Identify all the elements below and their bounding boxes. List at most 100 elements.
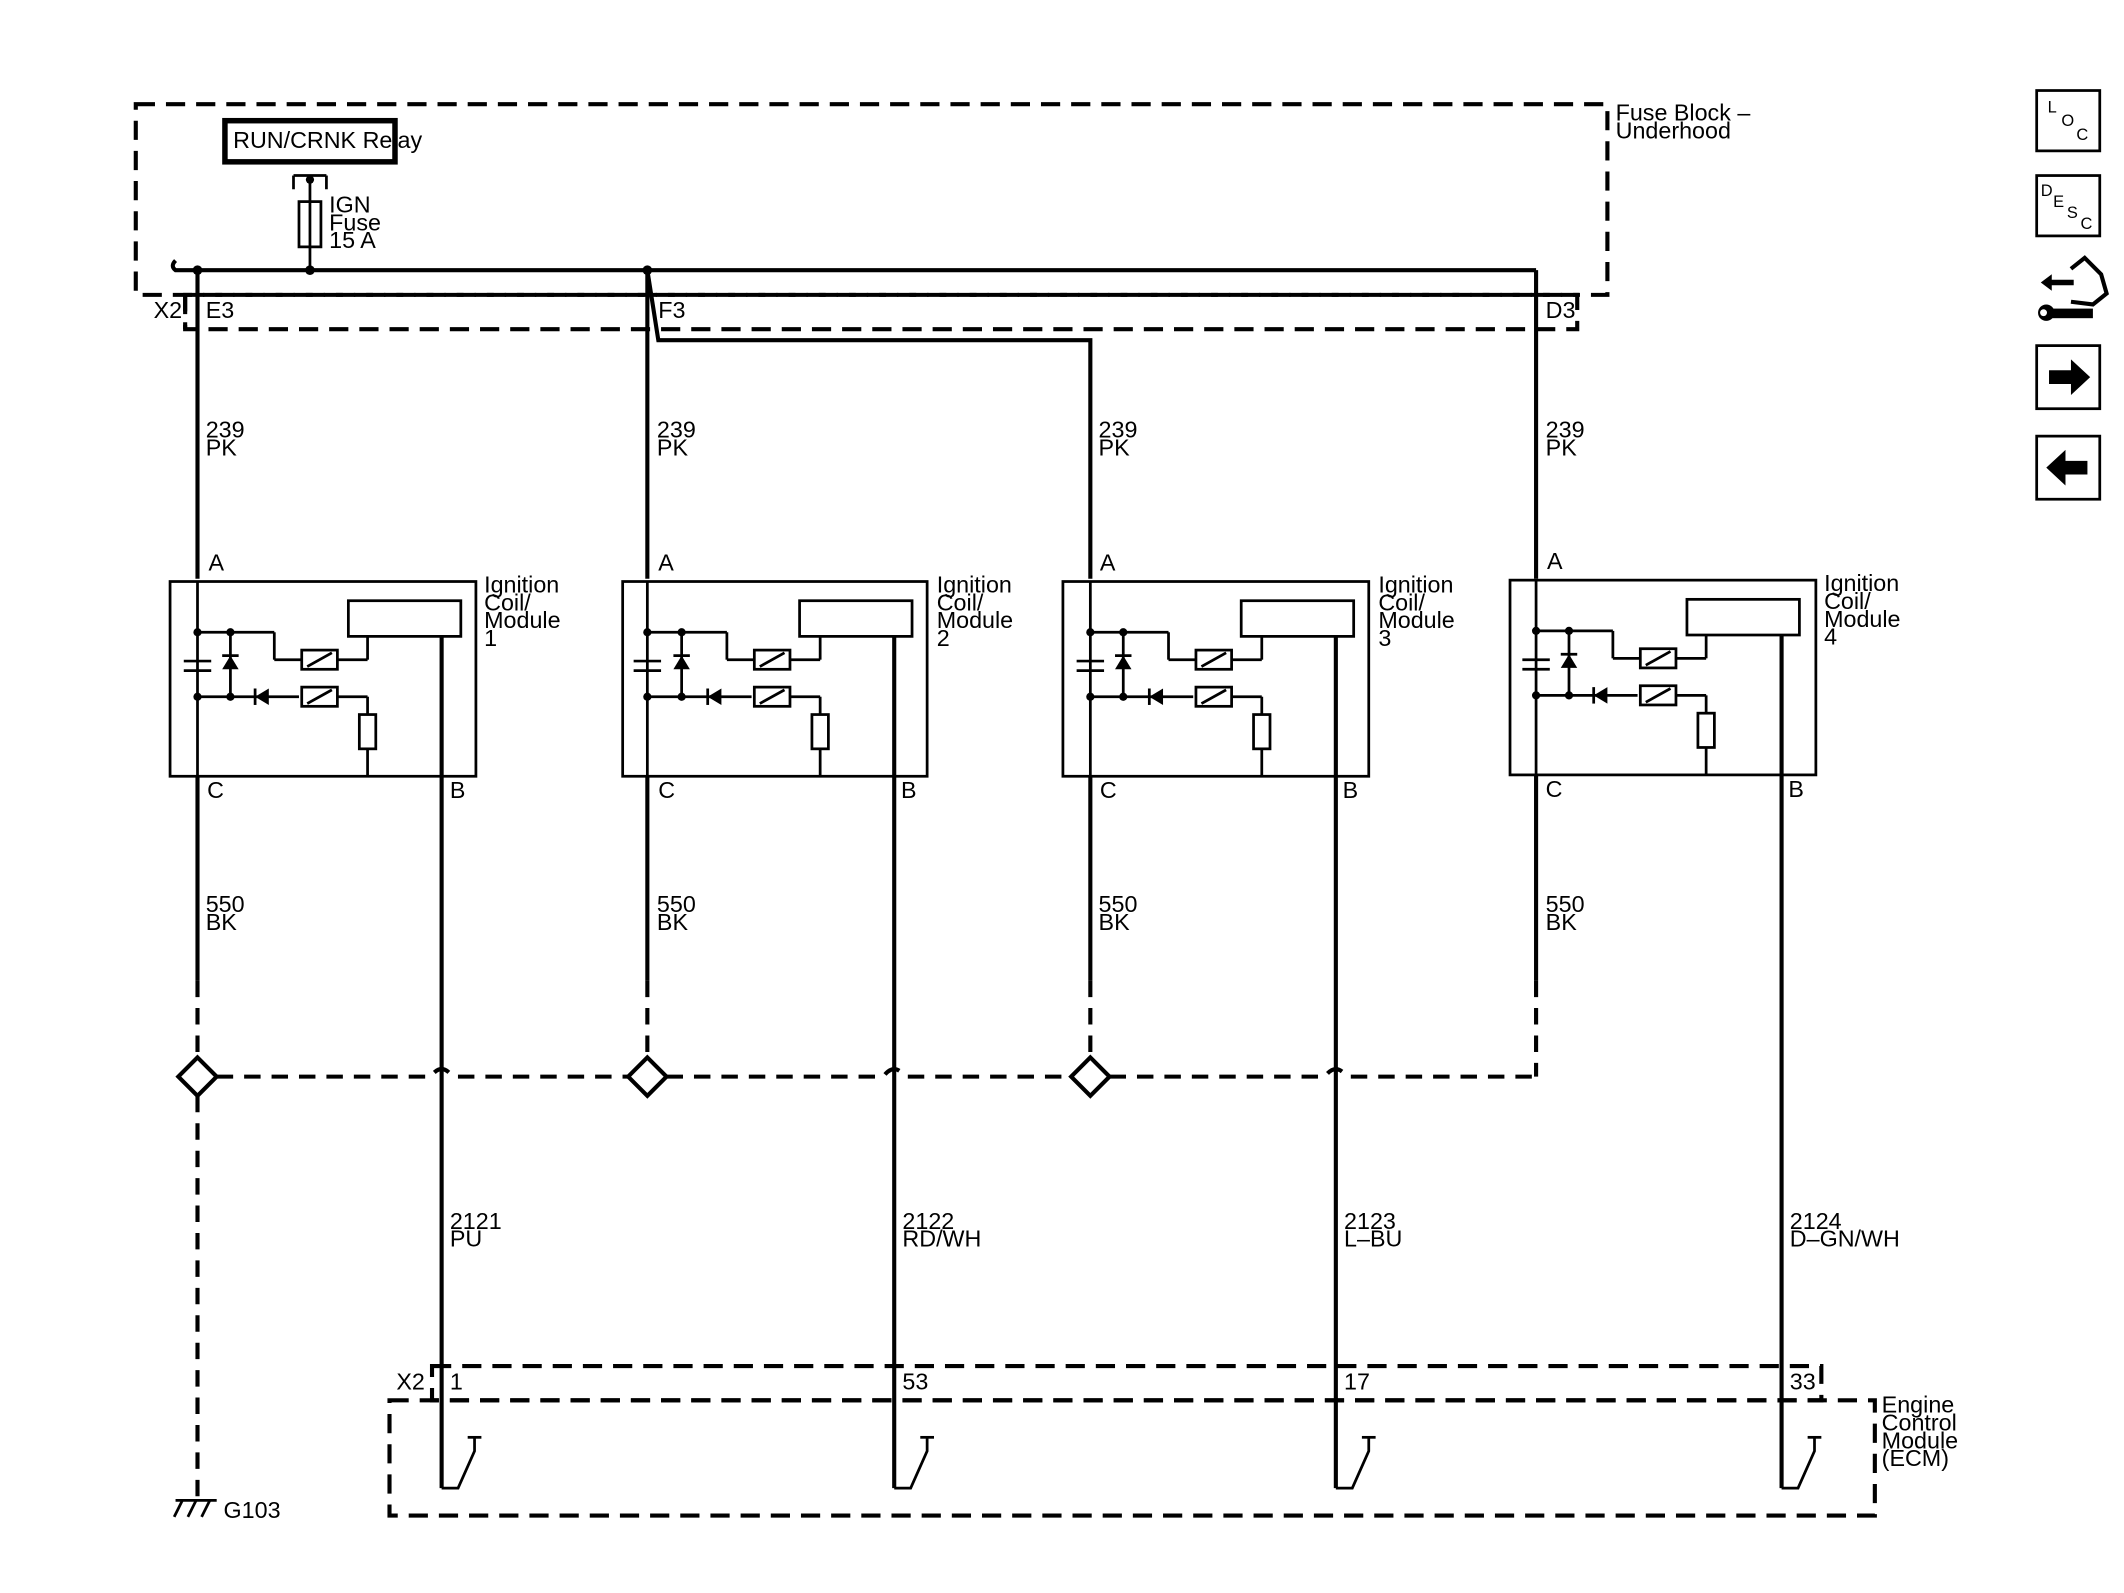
coil-3-pin-a: A: [1100, 550, 1116, 576]
coil-1-name-3: Module: [484, 607, 560, 633]
coil-2-signal-circuit: 2122: [902, 1208, 954, 1234]
coil-4-ground-color: BK: [1546, 909, 1578, 935]
ignition-coil-module-4: A Ignition Coil/ Module 4 C B: [1508, 548, 1901, 802]
coil-3-ground-circuit: 550: [1099, 891, 1138, 917]
ignition-coil-module-2: A Ignition Coil/ Module 2 C B: [621, 550, 1013, 803]
loc-letter-c: C: [2076, 126, 2088, 144]
desc-letter-d: D: [2041, 182, 2053, 200]
ecm-driver-33: [1781, 1435, 1822, 1490]
loc-button[interactable]: L O C: [2035, 89, 2102, 153]
ecm-title-4: (ECM): [1882, 1445, 1949, 1471]
connector-wrench-icon: [2038, 255, 2109, 321]
coil-3-signal-circuit: 2123: [1344, 1208, 1396, 1234]
ecm-driver-1: [441, 1435, 482, 1490]
coil-4-name-2: Coil/: [1824, 588, 1871, 614]
coil-1-name-1: Ignition: [484, 571, 559, 597]
coil-2-name-3: Module: [937, 607, 1013, 633]
coil-3-pin-b: B: [1343, 777, 1359, 803]
ecm-pin-17-label: 17: [1344, 1368, 1370, 1394]
next-page-button[interactable]: [2035, 344, 2102, 411]
coil-1-ground-color: BK: [206, 909, 238, 935]
feed-wire-3: [645, 269, 1093, 579]
desc-letter-e: E: [2053, 193, 2064, 211]
previous-page-button[interactable]: [2035, 434, 2102, 501]
coil-1-name-2: Coil/: [484, 589, 531, 615]
coil-4-pin-b: B: [1788, 776, 1804, 802]
coil-4-signal-color: D–GN/WH: [1790, 1226, 1900, 1252]
coil-3-name-1: Ignition: [1378, 571, 1453, 597]
coil-1-signal-circuit: 2121: [450, 1208, 502, 1234]
coil-3-signal-color: L–BU: [1344, 1226, 1402, 1252]
coil-1-pin-b: B: [450, 777, 466, 803]
ground-symbol-g103: [172, 1499, 217, 1518]
coil-3-feed-circuit: 239: [1099, 417, 1138, 443]
ignition-coil-module-3: A Ignition Coil/ Module 3 C B: [1061, 550, 1455, 803]
coil-1-ground-circuit: 550: [206, 891, 245, 917]
coil-4-feed-color: PK: [1546, 434, 1578, 460]
run-crnk-relay-label: RUN/CRNK Relay: [233, 127, 422, 153]
coil-1-feed-circuit: 239: [206, 417, 245, 443]
coil-4-number: 4: [1824, 624, 1837, 650]
coil-2-ground-circuit: 550: [657, 891, 696, 917]
coil-4-pin-a: A: [1547, 548, 1563, 574]
coil-3-name-3: Module: [1378, 607, 1454, 633]
coil-2-signal-color: RD/WH: [902, 1226, 981, 1252]
coil-4-name-3: Module: [1824, 606, 1900, 632]
bus-splice-e3: [192, 265, 203, 275]
ign-feed-bus: [170, 259, 1537, 273]
fuse-block-title-2: Underhood: [1616, 118, 1731, 144]
ground-g103-label: G103: [224, 1497, 281, 1523]
ground-splice-1: [175, 1054, 220, 1099]
coil-1-pin-c: C: [207, 777, 224, 803]
coil-1-feed-color: PK: [206, 434, 238, 460]
coil-3-feed-color: PK: [1099, 434, 1131, 460]
coil-3-name-2: Coil/: [1378, 589, 1425, 615]
ign-fuse-label-3: 15 A: [329, 227, 376, 253]
ecm-outline: [387, 1398, 1877, 1518]
coil-2-number: 2: [937, 625, 950, 651]
loc-letter-o: O: [2061, 112, 2074, 130]
fuse-block-x2-connector: [183, 292, 1580, 332]
coil-2-feed-circuit: 239: [657, 417, 696, 443]
arrow-right-icon: [2049, 359, 2091, 395]
coil-1-signal-color: PU: [450, 1226, 482, 1252]
pin-d3-label: D3: [1546, 297, 1576, 323]
ecm-pin-53-label: 53: [902, 1368, 928, 1394]
ecm-pin-1-label: 1: [450, 1368, 463, 1394]
ecm-pin-33-label: 33: [1790, 1368, 1816, 1394]
coil-4-feed-circuit: 239: [1546, 417, 1585, 443]
coil-2-pin-a: A: [658, 550, 674, 576]
fuse-block-title-1: Fuse Block –: [1616, 100, 1751, 126]
coil-4-pin-c: C: [1546, 776, 1563, 802]
ecm-title-3: Module: [1882, 1427, 1958, 1453]
fuse-block-outline: [133, 102, 1610, 297]
loc-letter-l: L: [2048, 98, 2057, 116]
arrow-left-icon: [2046, 449, 2088, 486]
relay-splice: [305, 175, 315, 184]
ignition-coil-module-1: A Ignition Coil/ Module 1 C B: [168, 550, 561, 803]
ground-splice-3: [1068, 1054, 1113, 1099]
connector-tool-button[interactable]: [2038, 255, 2109, 321]
ign-fuse-label-1: IGN: [329, 192, 370, 218]
coil-4-name-1: Ignition: [1824, 570, 1899, 596]
coil-1-pin-a: A: [208, 550, 224, 576]
bus-splice-fuse: [305, 265, 315, 275]
coil-4-ground-circuit: 550: [1546, 891, 1585, 917]
ecm-driver-53: [894, 1435, 934, 1490]
fuse-x2-label: X2: [154, 297, 183, 323]
coil-2-feed-color: PK: [657, 434, 689, 460]
ecm-x2-connector: [429, 1363, 1824, 1403]
coil-3-pin-c: C: [1100, 777, 1117, 803]
coil-2-name-2: Coil/: [937, 589, 984, 615]
ign-fuse-label-2: Fuse: [329, 209, 381, 235]
pin-e3-label: E3: [206, 297, 235, 323]
ground-bus: [216, 1067, 1537, 1079]
coil-3-ground-color: BK: [1099, 909, 1131, 935]
ecm-x2-label: X2: [396, 1368, 425, 1394]
coil-1-number: 1: [484, 625, 497, 651]
coil-3-number: 3: [1378, 625, 1391, 651]
coil-2-pin-b: B: [901, 777, 917, 803]
desc-button[interactable]: D E S C: [2035, 174, 2102, 238]
desc-letter-c: C: [2081, 215, 2093, 233]
